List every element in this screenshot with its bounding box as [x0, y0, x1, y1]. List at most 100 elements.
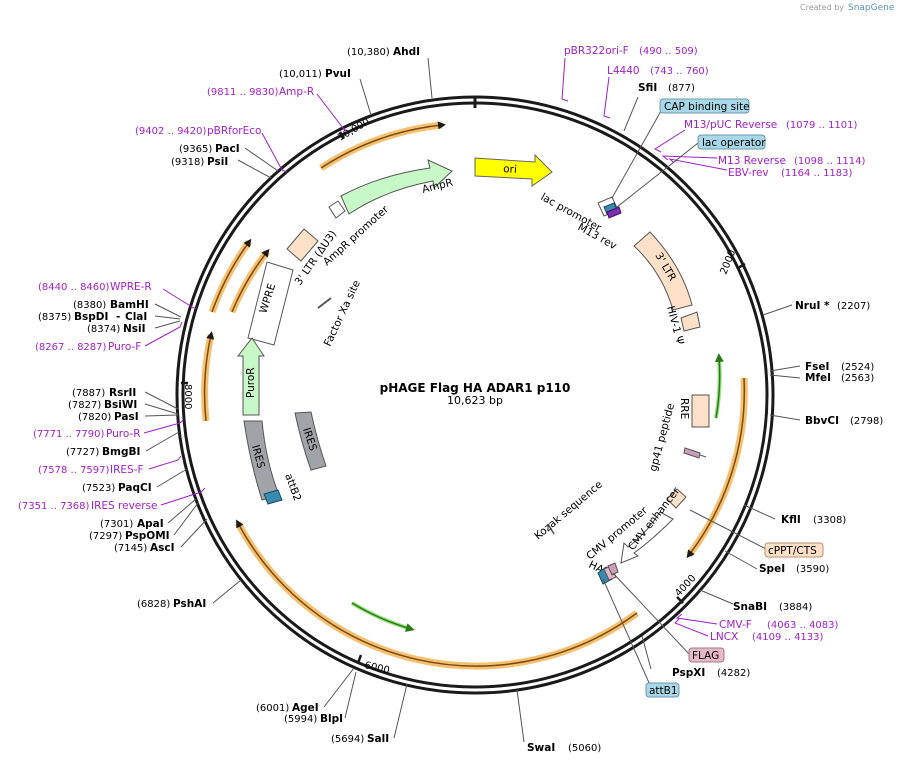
- enzyme-psii-pos: (9318): [171, 157, 204, 168]
- leader-nrui: [762, 304, 793, 316]
- enzyme-apai-name: ApaI: [137, 518, 164, 530]
- enzyme-ahdi-name: AhdI: [393, 46, 420, 58]
- enzyme-pshai-name: PshAI: [173, 598, 206, 610]
- primer-ebvrev-pos: (1164 .. 1183): [781, 168, 853, 179]
- enzyme-sfii-pos: (877): [668, 83, 695, 94]
- leader-psii: [237, 159, 272, 179]
- leader-flag: [612, 572, 691, 656]
- leader-pasi: [144, 414, 179, 417]
- enzyme-swai-name: SwaI: [527, 742, 555, 754]
- leader-pvui: [359, 78, 372, 116]
- primer-pbrforeco-name: pBRforEco: [207, 125, 261, 137]
- feature-attb2: [263, 489, 283, 505]
- enzyme-pvui-pos: (10,011): [279, 69, 322, 80]
- leader-bsiwi: [144, 403, 179, 415]
- feature-ha-mark: [607, 562, 619, 576]
- orf-arcs: [201, 121, 748, 670]
- feature-m13-mark: [606, 206, 622, 219]
- enzyme-blpi-name: BlpI: [320, 713, 343, 725]
- enzyme-nsii-name: NsiI: [123, 323, 146, 335]
- feature-gp41: [683, 447, 701, 459]
- primer-ampr-pos: (9811 .. 9830): [207, 87, 279, 98]
- enzyme-spei-name: SpeI: [759, 563, 785, 575]
- orf-green-bottom-outer: [350, 601, 412, 631]
- leader-ampr: [316, 93, 348, 133]
- feature-ori: [474, 153, 553, 187]
- primer-purof-name: Puro-F: [108, 341, 141, 353]
- primer-iresrev-name: IRES reverse: [91, 500, 158, 512]
- enzyme-psii-name: PsiI: [207, 156, 228, 168]
- enzyme-bbvci-name: BbvCI: [805, 415, 839, 427]
- primer-cmvf-pos: (4063 .. 4083): [767, 620, 839, 631]
- tick-2000: [737, 262, 746, 270]
- feature-3ltr-du3: [286, 228, 319, 262]
- leader-nsii: [154, 320, 181, 329]
- enzyme-clai-name: ClaI: [125, 311, 147, 323]
- enzyme-bbvci-pos: (2798): [850, 416, 883, 427]
- orf-green-bottom-line: [351, 602, 415, 632]
- orf-adar-bottom-outer: [234, 521, 640, 670]
- feature-puror-label: PuroR: [245, 367, 257, 398]
- orf-wpre-line: [211, 238, 252, 313]
- enzyme-bamhi-name: BamHI: [110, 299, 149, 311]
- tick-label-8000: 8000: [182, 384, 193, 409]
- enzyme-rsrii-name: RsrII: [109, 387, 136, 399]
- leader-pspxi: [641, 635, 652, 670]
- primer-iresf-pos: (7578 .. 7597): [38, 465, 110, 476]
- enzyme-msei-name: FseI: [805, 361, 829, 373]
- box-cap-binding-site: [659, 98, 750, 114]
- feature-rre: [691, 394, 710, 428]
- primer-labels: pBR322ori-F (490 .. 509) L4440 (743 .. 7…: [18, 45, 866, 643]
- enzyme-paci-name: PacI: [215, 143, 240, 155]
- enzyme-sfii-name: SfiI: [638, 82, 657, 94]
- enzyme-snabi-pos: (3884): [779, 602, 812, 613]
- primer-m13rev-name: M13 Reverse: [718, 155, 786, 167]
- feature-gp41-label: gp41 peptide: [647, 402, 677, 473]
- enzyme-nrui-name: NruI *: [795, 300, 830, 312]
- enzyme-agei-name: AgeI: [292, 702, 319, 714]
- feature-kozak: [547, 523, 555, 535]
- feature-hiv-psi: [680, 311, 701, 332]
- tick-marks: [181, 131, 746, 664]
- primer-iresf-name: IRES-F: [110, 464, 144, 476]
- enzyme-spei-pos: (3590): [796, 564, 829, 575]
- enzyme-nrui-pos: (2207): [837, 301, 870, 312]
- enzyme-paqci-pos: (7523): [82, 483, 115, 494]
- enzyme-blpi-pos: (5994): [284, 714, 317, 725]
- tick-label-10000: 10,000: [336, 117, 372, 144]
- leader-lacop: [616, 142, 699, 208]
- primer-puror-pos: (7771 .. 7790): [33, 429, 105, 440]
- leader-blpi: [344, 671, 357, 719]
- primer-m13puc-name: M13/pUC Reverse: [684, 119, 777, 131]
- leader-purof: [144, 321, 183, 347]
- enzyme-rsrii-pos: (7887): [72, 388, 105, 399]
- leader-pbr322ori: [561, 57, 569, 102]
- enzyme-nsii-pos: (8374): [87, 324, 120, 335]
- leader-bspdi: [154, 315, 181, 320]
- feature-puror: [236, 337, 265, 416]
- enzyme-paqci-name: PaqCI: [118, 482, 152, 494]
- enzyme-kfli-pos: (3308): [813, 515, 846, 526]
- box-cppt-label: cPPT/CTS: [768, 545, 817, 557]
- leader-msei: [769, 365, 801, 372]
- orf-adar-right-line: [686, 377, 746, 559]
- enzyme-clai-sep: -: [116, 311, 120, 323]
- leader-ahdi: [427, 57, 433, 99]
- enzyme-bsiwi-pos: (7827): [68, 400, 101, 411]
- primer-purof-pos: (8267 .. 8287): [35, 342, 107, 353]
- leader-attb1: [602, 578, 651, 686]
- box-cppt: [764, 542, 824, 558]
- enzyme-agei-pos: (6001): [256, 703, 289, 714]
- feature-ampr-promoter-arrow: [328, 200, 346, 219]
- leader-mfei: [769, 374, 801, 379]
- leader-agei: [323, 667, 355, 708]
- leader-cap: [611, 110, 662, 199]
- leader-pshai: [212, 579, 242, 604]
- enzyme-pspomi-pos: (7297): [89, 531, 122, 542]
- feature-attb2-label: attB2: [282, 472, 303, 503]
- box-flag-label: FLAG: [692, 650, 719, 662]
- feature-gp41-tail: [699, 454, 707, 458]
- enzyme-snabi-name: SnaBI: [733, 601, 767, 613]
- primer-puror-name: Puro-R: [106, 428, 141, 440]
